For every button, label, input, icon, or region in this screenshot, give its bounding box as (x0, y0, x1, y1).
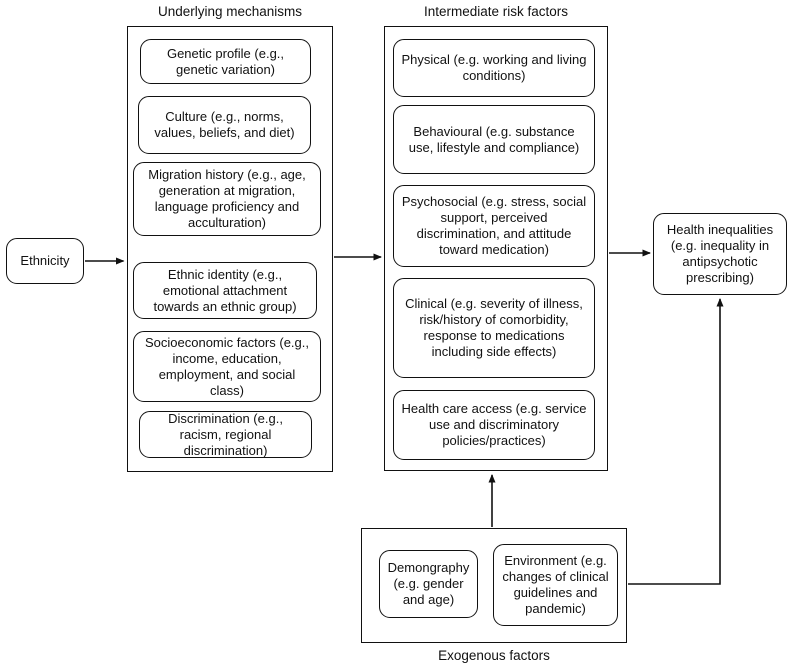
exogenous-title: Exogenous factors (438, 648, 550, 663)
underlying-item-genetic-profile: Genetic profile (e.g., genetic variation… (140, 39, 311, 84)
intermediate-item-physical: Physical (e.g. working and living condit… (393, 39, 595, 97)
intermediate-item-behavioural: Behavioural (e.g. substance use, lifesty… (393, 105, 595, 174)
underlying-item-discrimination: Discrimination (e.g., racism, regional d… (139, 411, 312, 458)
exogenous-item-demography: Demongraphy (e.g. gender and age) (379, 550, 478, 618)
underlying-item-migration-history: Migration history (e.g., age, generation… (133, 162, 321, 236)
underlying-group (127, 26, 333, 472)
intermediate-item-psychosocial: Psychosocial (e.g. stress, social suppor… (393, 185, 595, 267)
arrow-exogenous-to-outcome (628, 298, 724, 585)
ethnicity-node: Ethnicity (6, 238, 84, 284)
intermediate-item-healthcare-access: Health care access (e.g. service use and… (393, 390, 595, 460)
underlying-item-culture: Culture (e.g., norms, values, beliefs, a… (138, 96, 311, 154)
intermediate-item-clinical: Clinical (e.g. severity of illness, risk… (393, 278, 595, 378)
exogenous-item-environment: Environment (e.g. changes of clinical gu… (493, 544, 618, 626)
underlying-item-socioeconomic: Socioeconomic factors (e.g., income, edu… (133, 331, 321, 402)
underlying-item-ethnic-identity: Ethnic identity (e.g., emotional attachm… (133, 262, 317, 319)
underlying-title: Underlying mechanisms (157, 4, 303, 19)
intermediate-title: Intermediate risk factors (423, 4, 569, 19)
health-inequalities-node: Health inequalities (e.g. inequality in … (653, 213, 787, 295)
